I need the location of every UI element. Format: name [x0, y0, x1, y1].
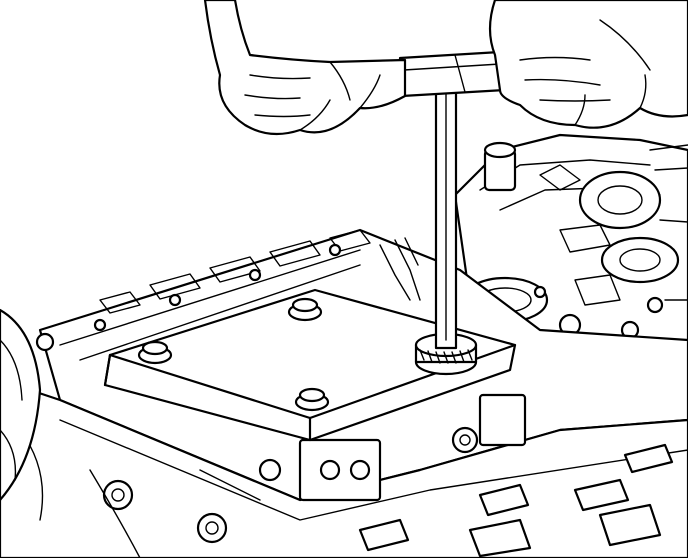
tool-shaft: [434, 78, 458, 350]
t-handle-tool: [398, 50, 507, 98]
left-hand: [203, 0, 407, 136]
bolt-rear: [287, 297, 323, 322]
bolt-left: [137, 340, 173, 365]
knurled-collar: [414, 332, 478, 376]
left-casting: [0, 308, 42, 502]
bolt-front: [294, 387, 330, 412]
bolts: [137, 297, 330, 412]
right-hand: [488, 0, 688, 129]
